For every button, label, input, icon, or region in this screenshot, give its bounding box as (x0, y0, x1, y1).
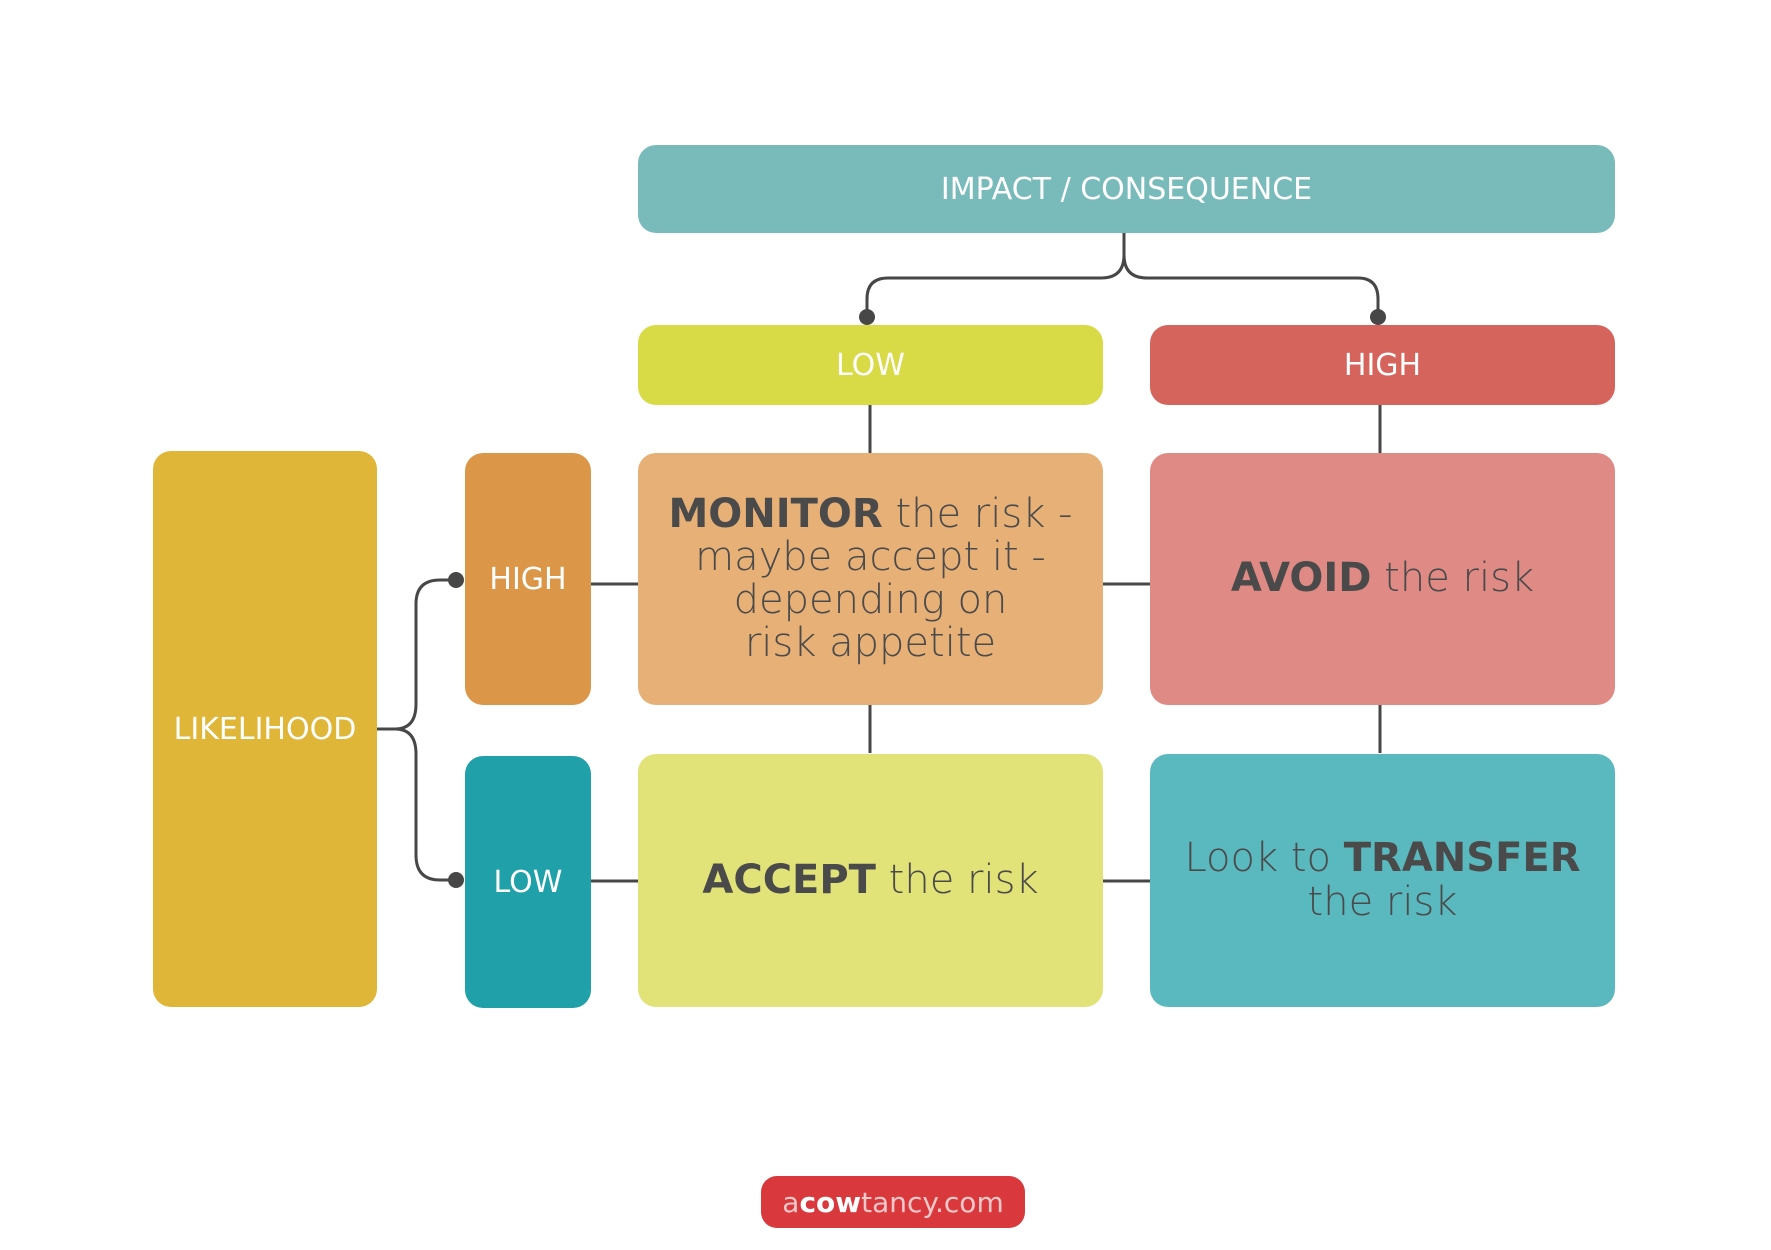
likelihood-low-box: LOW (465, 756, 591, 1008)
likelihood-box: LIKELIHOOD (153, 451, 377, 1007)
impact-branch-line (1122, 254, 1380, 317)
monitor-keyword: MONITOR (668, 490, 883, 537)
avoid-risk-box: AVOID the risk (1150, 453, 1615, 705)
connector-dot (448, 572, 464, 588)
impact-branch-line (865, 233, 1126, 317)
impact-low-box: LOW (638, 325, 1103, 405)
likelihood-branch-line (376, 578, 456, 731)
impact-label: IMPACT / CONSEQUENCE (940, 171, 1313, 207)
connector-dot (1370, 309, 1386, 325)
monitor-text-line3: depending on (733, 577, 1008, 623)
likelihood-high-label: HIGH (489, 561, 567, 597)
connector-dot (859, 309, 875, 325)
logo-text-bold: cow (799, 1185, 862, 1219)
avoid-text: the risk (1371, 555, 1535, 602)
transfer-keyword: TRANSFER (1343, 835, 1581, 882)
likelihood-high-box: HIGH (465, 453, 591, 705)
avoid-keyword: AVOID (1230, 555, 1372, 602)
logo-text-post: tancy.com (861, 1185, 1004, 1219)
impact-high-box: HIGH (1150, 325, 1615, 405)
connector-dot (448, 872, 464, 888)
transfer-text-line2: the risk (1307, 878, 1458, 925)
accept-keyword: ACCEPT (702, 856, 876, 903)
logo-text-pre: a (782, 1185, 800, 1219)
likelihood-branch-line (394, 727, 456, 882)
likelihood-label: LIKELIHOOD (173, 711, 357, 747)
accept-text: the risk (875, 856, 1039, 903)
likelihood-low-label: LOW (493, 864, 563, 900)
transfer-risk-box: Look to TRANSFER the risk (1150, 754, 1615, 1007)
monitor-text-line4: risk appetite (744, 620, 997, 667)
impact-header: IMPACT / CONSEQUENCE (638, 145, 1615, 233)
monitor-risk-box: MONITOR the risk - maybe accept it - dep… (638, 453, 1103, 705)
monitor-text-line1: the risk - (882, 490, 1073, 537)
transfer-text-pre: Look to (1184, 835, 1344, 882)
accept-risk-box: ACCEPT the risk (638, 754, 1103, 1007)
impact-high-label: HIGH (1343, 347, 1422, 383)
impact-low-label: LOW (836, 347, 905, 383)
monitor-text-line2: maybe accept it - (695, 533, 1046, 580)
